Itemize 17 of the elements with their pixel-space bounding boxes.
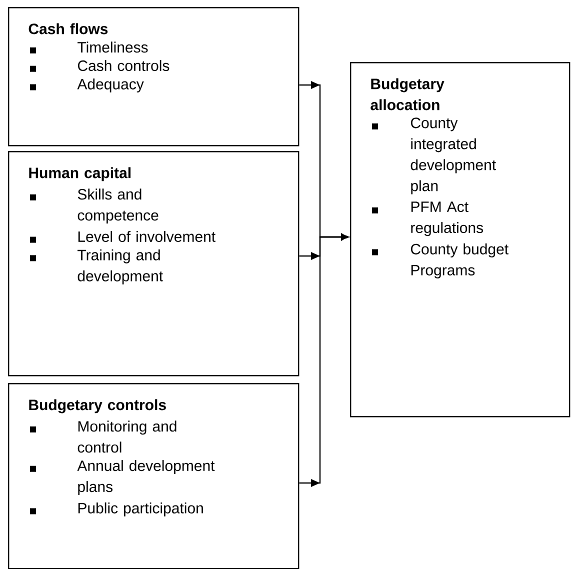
bullet-item: Timeliness	[30, 42, 148, 54]
heading: Human capital	[29, 167, 130, 182]
heading: Budgetary controls	[29, 399, 166, 414]
bullet-item: Public participation	[30, 502, 203, 516]
bullet-item: Skills and competence	[30, 188, 158, 224]
heading: Budgetary allocation	[370, 78, 444, 110]
bullet-item: PFM Act regulations	[372, 202, 484, 236]
bullet-item: County budget Programs	[372, 243, 508, 278]
bullet-item: Training and development	[30, 249, 163, 284]
bullet-item: Level of involvement	[30, 230, 216, 243]
bullet-item: Monitoring and control	[30, 420, 176, 453]
arrow	[299, 234, 348, 487]
bullet-item: Adequacy	[30, 78, 144, 92]
heading: Cash flows	[28, 23, 108, 34]
bullet-item: Cash controls	[30, 60, 170, 72]
bullet-item: Annual development plans	[30, 460, 215, 496]
bullet-item: County integrated development plan	[372, 118, 496, 194]
